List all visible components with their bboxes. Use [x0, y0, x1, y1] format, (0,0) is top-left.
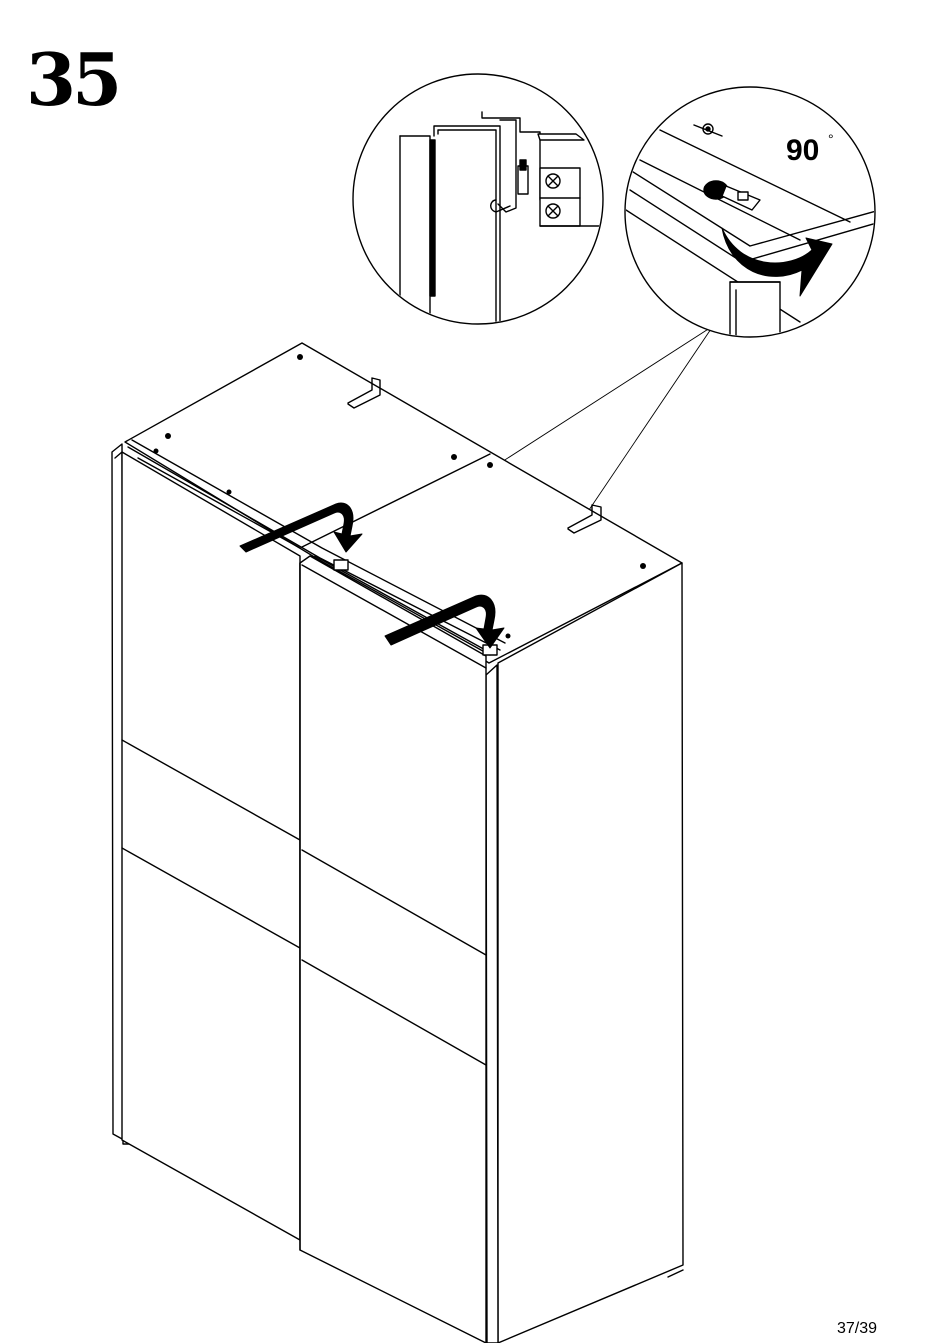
wardrobe	[112, 343, 683, 1343]
page-number: 37/39	[837, 1320, 877, 1338]
rotation-angle-value: 90	[786, 134, 819, 167]
rotation-angle-unit: °	[828, 131, 834, 147]
detail-rail-profile	[353, 74, 612, 330]
detail-lock-turn: 90 °	[625, 87, 880, 342]
